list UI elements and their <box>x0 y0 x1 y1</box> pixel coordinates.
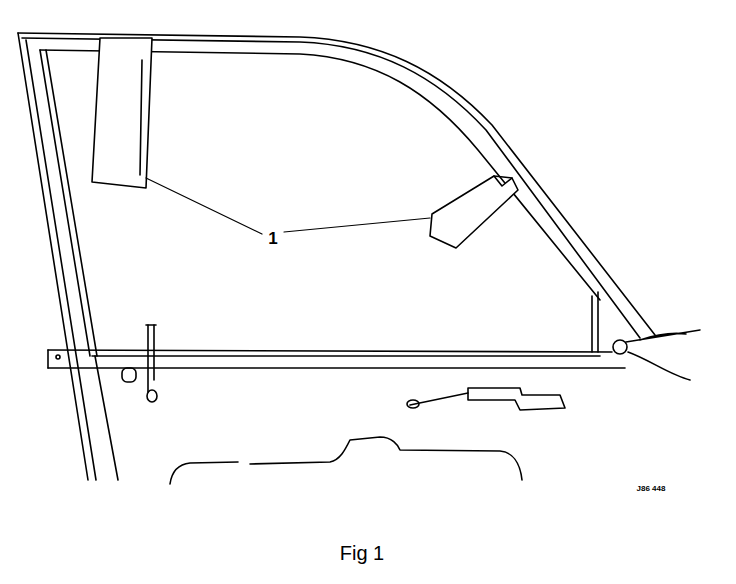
frame-mid <box>22 38 640 338</box>
tape-edge <box>140 60 142 175</box>
tape-strip <box>430 176 518 248</box>
belt-line <box>48 350 612 352</box>
screw <box>56 355 60 359</box>
figure-caption: Fig 1 <box>340 543 384 563</box>
frame-outer <box>18 33 655 335</box>
leader-line <box>146 178 262 234</box>
tool-head <box>613 340 627 354</box>
lock-cap <box>146 324 156 326</box>
rod-end <box>407 400 419 408</box>
pillar-inner <box>40 50 90 356</box>
leader-line <box>284 218 430 232</box>
tape-edge <box>494 176 512 178</box>
drawing-reference: J86 448 <box>637 485 666 493</box>
pillar-inner2 <box>46 50 97 356</box>
pillar-line <box>26 40 96 480</box>
window-post <box>592 292 598 352</box>
hand <box>626 330 700 380</box>
lock-hole <box>147 390 157 402</box>
tape-strip <box>92 38 152 188</box>
door-front <box>47 350 49 368</box>
pillar-lower <box>95 356 118 480</box>
callout-number: 1 <box>268 230 277 247</box>
door-pocket <box>170 437 522 484</box>
lock-rod <box>148 325 154 392</box>
grommet <box>122 368 136 382</box>
pillar-outer <box>18 33 88 480</box>
handle <box>468 388 565 410</box>
belt-line-2 <box>92 355 600 357</box>
